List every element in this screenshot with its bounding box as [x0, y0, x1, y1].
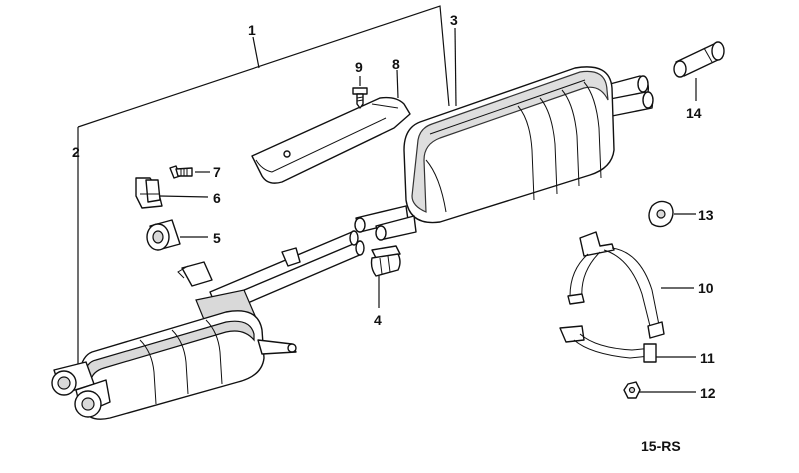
callouts: 1 2 3 4 5 6 7 8 9 10 11 12 13 14 15-RS: [72, 12, 716, 454]
front-pipe-assembly: [51, 230, 365, 420]
rubber-hanger-13: [648, 200, 674, 228]
callout-5: 5: [213, 230, 221, 246]
callout-3: 3: [450, 12, 458, 28]
screw-9: [352, 87, 368, 109]
callout-6: 6: [213, 190, 221, 206]
callout-11: 11: [700, 350, 715, 366]
bracket-strap-10: [567, 231, 665, 339]
nut-12: [623, 381, 641, 399]
callout-4: 4: [374, 312, 382, 328]
callout-12: 12: [700, 385, 716, 401]
heat-shield-bracket: [251, 96, 411, 184]
callout-2: 2: [72, 144, 80, 160]
callout-13: 13: [698, 207, 714, 223]
clamp-bracket-6: [135, 177, 163, 209]
callout-8: 8: [392, 56, 400, 72]
rubber-mount-5: [146, 219, 181, 251]
pipe-sleeve-14: [673, 41, 725, 78]
callout-14: 14: [686, 105, 702, 121]
leader-lines: [77, 5, 697, 393]
callout-9: 9: [355, 59, 363, 75]
lower-bracket-11: [559, 325, 657, 363]
callout-7: 7: [213, 164, 221, 180]
bolt-7: [169, 165, 193, 179]
callout-1: 1: [248, 22, 256, 38]
pipe-clamp-4: [370, 245, 401, 277]
callout-10: 10: [698, 280, 714, 296]
diagram-code: 15-RS: [641, 438, 681, 454]
rear-silencer: [354, 66, 654, 241]
